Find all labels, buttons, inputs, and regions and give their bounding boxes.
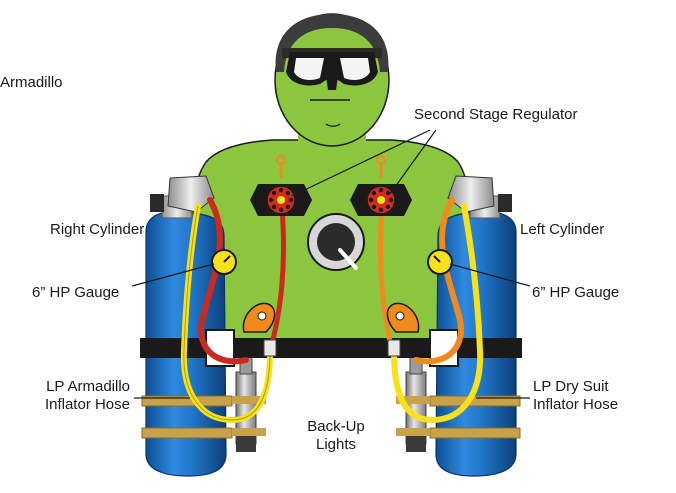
label-lp-drysuit: LP Dry Suit Inflator Hose [533,378,618,414]
hose-yellow-right [180,203,273,424]
hose-yellow-left [391,203,484,424]
label-backup-lights-line2: Lights [315,436,357,453]
label-lp-armadillo: LP Armadillo Inflator Hose [18,378,130,414]
label-lp-armadillo-line2: Inflator Hose [44,396,130,413]
label-hp-gauge-right: 6” HP Gauge [32,284,120,301]
hood [275,14,389,72]
backup-light-right [235,355,257,452]
second-stage-regulator-left [350,155,412,216]
second-stage-regulator-right [250,155,312,216]
bolt-snap-left [386,302,420,333]
leader-lines [131,129,531,399]
hose-red-reg [267,205,286,353]
label-right-cylinder: Right Cylinder [50,221,145,238]
label-second-stage-regulator: Second Stage Regulator [414,106,578,123]
label-lp-drysuit-line1: LP Dry Suit [533,378,609,395]
bolt-snap-right [242,302,276,333]
label-left-cylinder: Left Cylinder [520,221,605,238]
label-backup-lights: Back-Up Lights [296,418,376,454]
chest-dial [307,213,365,271]
label-hp-gauge-left: 6” HP Gauge [532,284,620,301]
label-lp-drysuit-line2: Inflator Hose [533,396,619,413]
hp-gauge-right-icon [211,249,237,275]
dive-mask-icon [282,48,382,90]
cylinder-bands [141,395,521,439]
harness-strap [140,338,522,358]
hose-orange-left [413,197,464,365]
backup-light-left [405,355,427,452]
label-backup-lights-line1: Back-Up [307,418,365,435]
label-armadillo: Armadillo [0,74,63,91]
hose-orange-reg [377,205,395,353]
hp-gauge-left-icon [427,249,453,275]
label-lp-armadillo-line1: LP Armadillo [46,378,130,395]
hose-red-right [198,197,249,365]
